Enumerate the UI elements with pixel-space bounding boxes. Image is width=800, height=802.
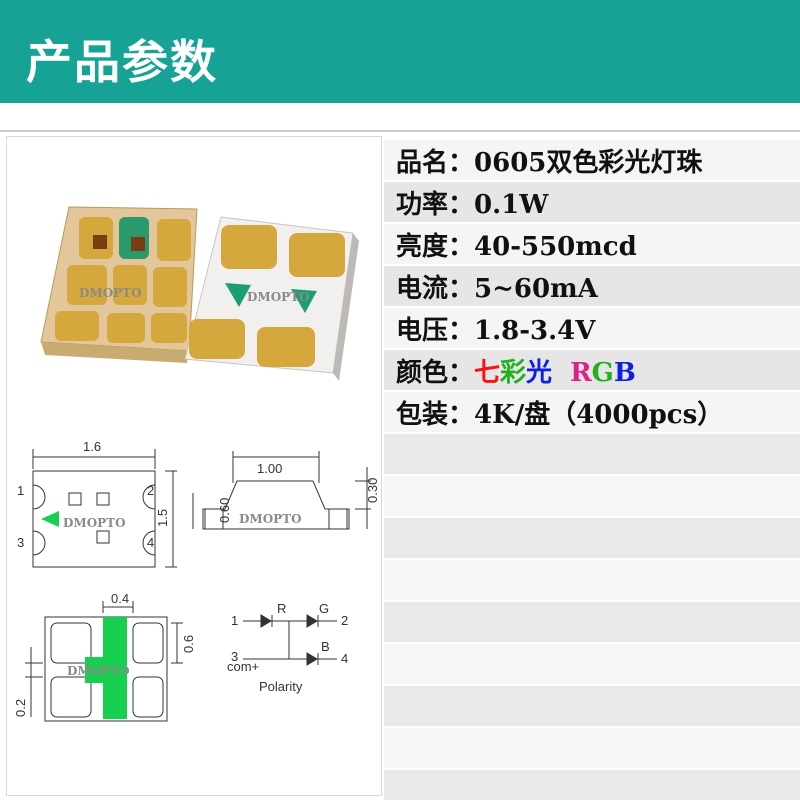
spec-row-empty [384,518,800,559]
spec-row-empty [384,728,800,769]
spec-value: 40-550mcd [474,231,637,262]
dim-side-height: 1.5 [155,509,170,527]
top-view-drawing [32,449,177,568]
spec-row-empty [384,770,800,801]
footprint-green-area [85,617,127,719]
color-text-cai: 彩 [500,357,527,388]
polarity-circuit [243,614,337,666]
page-title: 产品参数 [26,35,218,89]
led-label-r: R [277,601,286,616]
circuit-pin-2: 2 [341,613,348,628]
spec-label: 功率： [396,189,475,220]
spec-row-brightness: 亮度：40-550mcd [384,224,800,265]
dim-pad-height: 0.6 [181,635,196,653]
watermark-footprint: DMOPTO [67,664,130,678]
dim-top-width: 1.6 [83,439,101,454]
circuit-pin-3: 3 [231,649,238,664]
led-photo-bottom: DMOPTO [184,216,359,381]
color-text-b: B [613,357,636,388]
dim-pad-width: 0.4 [111,591,129,606]
spec-row-name: 品名：0605双色彩光灯珠 [384,140,800,181]
led-photo-top: DMOPTO [40,206,198,363]
com-label: com+ [227,659,259,674]
spec-row-empty [384,476,800,517]
spec-label: 亮度： [396,231,475,262]
spec-row-package: 包装：4K/盘（4000pcs） [384,392,800,433]
pin-3-label: 3 [17,535,24,550]
spec-row-empty [384,686,800,727]
spec-row-empty [384,602,800,643]
spec-value: 1.8-3.4V [474,315,596,346]
spec-value: 5~60mA [474,273,598,304]
spec-row-voltage: 电压：1.8-3.4V [384,308,800,349]
spec-value: 0.1W [474,189,549,220]
spec-row-empty [384,644,800,685]
spec-row-empty [384,560,800,601]
watermark-side-view: DMOPTO [239,512,302,526]
watermark-photo-left: DMOPTO [79,286,142,300]
spec-row-power: 功率：0.1W [384,182,800,223]
circuit-pin-4: 4 [341,651,348,666]
led-label-b: B [321,639,330,654]
circuit-pin-1: 1 [231,613,238,628]
spec-label: 电流： [396,273,475,304]
polarity-label: Polarity [259,679,303,694]
spec-label: 品名： [396,147,475,178]
product-illustration: DMOPTO DMOPTO [13,206,380,722]
watermark-photo-right: DMOPTO [247,290,310,304]
spec-value: 4K/盘（4000pcs） [474,399,724,430]
color-text-qi: 七 [474,357,501,388]
spec-value: 0605双色彩光灯珠 [474,147,703,178]
spec-label: 颜色： [396,357,475,388]
color-text-g: G [591,357,614,388]
spec-label: 电压： [396,315,475,346]
dim-side-width: 1.00 [257,461,282,476]
color-text-r: R [570,357,592,388]
side-view-drawing [192,451,371,530]
spec-row-current: 电流：5~60mA [384,266,800,307]
spec-row-empty [384,434,800,475]
dim-side-thickness: 0.30 [365,478,380,503]
led-label-g: G [319,601,329,616]
pin-2-label: 2 [147,483,154,498]
pin-1-label: 1 [17,483,24,498]
header-bar: 产品参数 [0,0,800,103]
dim-pad-gap: 0.2 [13,699,28,717]
pin-4-label: 4 [147,535,154,550]
dim-side-body: 0.60 [217,498,232,523]
spec-label: 包装： [396,399,475,430]
polarity-marker [41,511,59,527]
spec-table: 品名：0605双色彩光灯珠 功率：0.1W 亮度：40-550mcd 电流：5~… [384,136,800,801]
watermark-top-view: DMOPTO [63,516,126,530]
color-text-guang: 光 [526,357,553,388]
product-image-panel: DMOPTO DMOPTO [6,136,382,796]
